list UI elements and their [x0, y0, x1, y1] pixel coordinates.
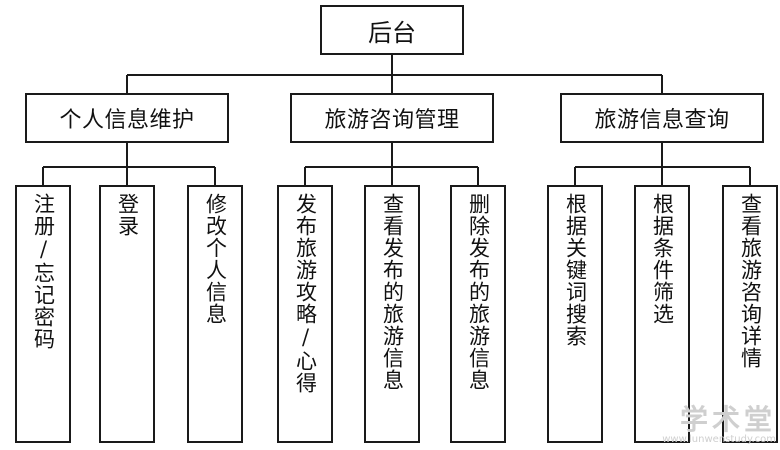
leaf-node: 登录 [99, 185, 155, 443]
leaf-node: 查看发布的旅游信息 [364, 185, 420, 443]
watermark-url: www.lunwenstudy.com [662, 434, 776, 445]
leaf-label: 修改个人信息 [203, 193, 228, 325]
leaf-node: 根据条件筛选 [634, 185, 690, 443]
leaf-label: 登录 [115, 193, 140, 237]
leaf-node: 查看旅游咨询详情 [722, 185, 778, 443]
module-label: 旅游信息查询 [594, 108, 730, 133]
leaf-label: 根据关键词搜索 [563, 193, 588, 347]
leaf-label: 删除发布的旅游信息 [466, 193, 491, 391]
root-label: 后台 [368, 18, 416, 47]
module-label: 个人信息维护 [59, 108, 195, 133]
leaf-label: 注册/忘记密码 [31, 193, 56, 350]
leaf-node: 删除发布的旅游信息 [450, 185, 506, 443]
module-node-travel-query: 旅游信息查询 [560, 93, 764, 143]
root-node: 后台 [320, 5, 464, 55]
module-node-travel-consult: 旅游咨询管理 [290, 93, 494, 143]
module-label: 旅游咨询管理 [324, 108, 460, 133]
leaf-label: 发布旅游攻略/心得 [293, 193, 318, 394]
leaf-node: 根据关键词搜索 [547, 185, 603, 443]
watermark: 学术堂 www.lunwenstudy.com [662, 406, 776, 446]
module-node-personal-info: 个人信息维护 [25, 93, 229, 143]
leaf-label: 根据条件筛选 [650, 193, 675, 325]
leaf-label: 查看旅游咨询详情 [738, 193, 763, 369]
leaf-node: 修改个人信息 [187, 185, 243, 443]
leaf-label: 查看发布的旅游信息 [380, 193, 405, 391]
leaf-node: 注册/忘记密码 [15, 185, 71, 443]
leaf-node: 发布旅游攻略/心得 [277, 185, 333, 443]
watermark-logo-text: 学术堂 [679, 403, 776, 436]
